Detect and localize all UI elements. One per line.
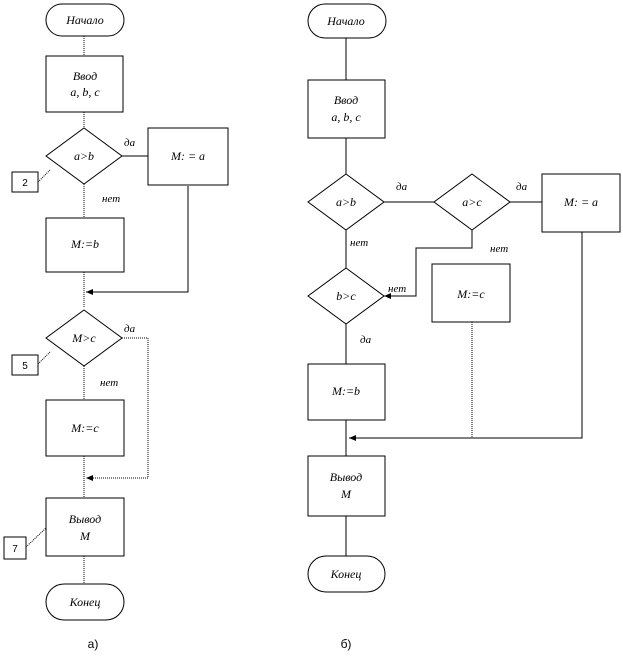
connector-no-2	[384, 230, 473, 299]
output-block	[307, 455, 386, 517]
output-var: M	[79, 529, 91, 543]
ref-number: 2	[22, 178, 28, 189]
decision-a-gt-c	[433, 173, 511, 231]
ref-leader	[25, 527, 47, 548]
condition-label: M>c	[71, 331, 96, 345]
yes-label: да	[396, 181, 408, 193]
decision-a-gt-b	[307, 173, 385, 231]
input-label: Ввод	[334, 93, 358, 107]
end-label: Конец	[69, 595, 101, 609]
start-label: Начало	[326, 14, 365, 28]
condition-label: b>c	[336, 289, 356, 303]
end-terminator	[307, 555, 386, 593]
input-label: Ввод	[73, 69, 97, 83]
start-terminator	[45, 3, 125, 37]
no-label: нет	[388, 283, 406, 295]
assign-m-a-block	[541, 173, 621, 233]
assign-label: M:=c	[70, 421, 99, 435]
output-var: M	[340, 487, 352, 501]
flowchart-b: Начало Ввод a, b, c a>b да a>c да M: = a…	[307, 3, 621, 651]
decision-m-gt-c	[45, 309, 123, 367]
no-label: нет	[102, 193, 120, 205]
decision-a-gt-b	[45, 127, 123, 185]
output-block	[45, 497, 125, 557]
connector-merge	[86, 186, 189, 295]
condition-label: a>b	[336, 195, 356, 209]
ref-box	[11, 354, 39, 376]
condition-label: a>c	[462, 195, 482, 209]
assign-label: M: = a	[563, 195, 598, 209]
decision-b-gt-c	[307, 267, 385, 325]
yes-label: да	[124, 137, 136, 149]
start-terminator	[307, 3, 387, 39]
assign-label: M:=b	[331, 384, 360, 398]
assign-label: M: = a	[170, 149, 205, 163]
input-block	[45, 55, 124, 113]
assign-label: M:=c	[456, 287, 485, 301]
no-label: нет	[100, 377, 118, 389]
input-vars: a, b, c	[331, 110, 361, 124]
end-label: Конец	[330, 567, 362, 581]
flowchart-a: Начало Ввод a, b, c a>b M: = a да нет M:…	[3, 3, 229, 651]
assign-m-a-block	[147, 127, 229, 186]
connector-yes-2	[86, 337, 149, 481]
ref-leader	[37, 169, 51, 183]
assign-label: M:=b	[70, 237, 99, 251]
condition-label: a>b	[74, 149, 94, 163]
yes-label: да	[360, 334, 372, 346]
no-label: нет	[350, 237, 368, 249]
input-block	[307, 79, 386, 139]
end-terminator	[45, 583, 125, 621]
assign-m-c-block	[45, 399, 125, 457]
output-label: Вывод	[330, 470, 362, 484]
ref-number: 7	[12, 544, 18, 555]
ref-number: 5	[22, 361, 28, 372]
ref-leader	[37, 351, 51, 365]
assign-m-b-block	[307, 363, 386, 421]
start-label: Начало	[65, 13, 104, 27]
ref-box	[3, 536, 27, 560]
connector-merge	[349, 232, 583, 441]
no-label: нет	[490, 243, 508, 255]
caption-a: а)	[88, 637, 99, 651]
yes-label: да	[124, 323, 136, 335]
output-label: Вывод	[69, 512, 101, 526]
assign-m-c-block	[431, 263, 511, 323]
caption-b: б)	[341, 637, 352, 651]
ref-box	[11, 171, 39, 193]
yes-label: да	[516, 181, 528, 193]
assign-m-b-block	[45, 217, 125, 273]
input-vars: a, b, c	[70, 85, 100, 99]
